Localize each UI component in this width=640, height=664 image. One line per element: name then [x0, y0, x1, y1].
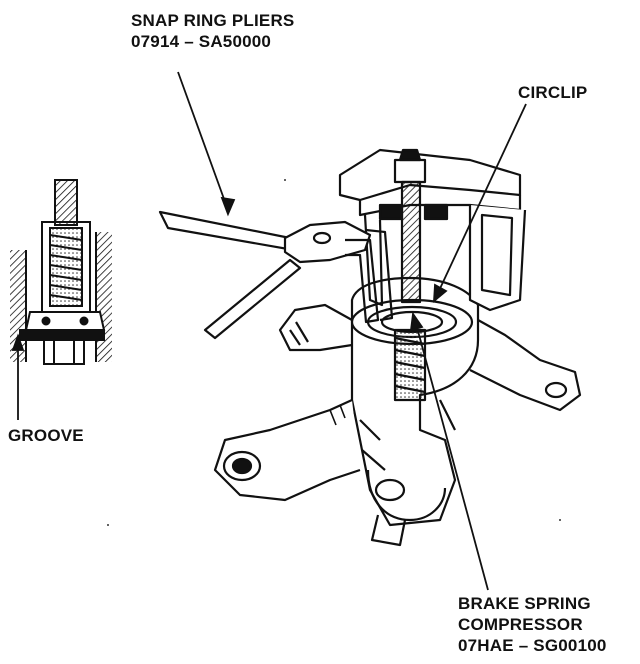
transmission-housing [213, 276, 582, 547]
brake-spring-compressor-line1: BRAKE SPRING [458, 594, 591, 613]
snap-ring-pliers-name: SNAP RING PLIERS [131, 11, 295, 30]
brake-spring-compressor-tool [338, 148, 527, 402]
groove-label: GROOVE [8, 426, 84, 445]
leader-lines [11, 71, 527, 591]
snap-ring-pliers-part-number: 07914 – SA50000 [131, 32, 272, 51]
snap-ring-pliers-label: SNAP RING PLIERS 07914 – SA50000 [131, 10, 294, 52]
groove-detail-inset [10, 179, 112, 365]
brake-spring-compressor-line2: COMPRESSOR [458, 615, 583, 634]
circlip-label: CIRCLIP [518, 83, 588, 102]
snap-ring-pliers-tool [158, 210, 394, 340]
scan-specks [107, 179, 561, 526]
brake-spring-compressor-part-number: 07HAE – SG00100 [458, 636, 607, 655]
brake-spring-compressor-label: BRAKE SPRING COMPRESSOR 07HAE – SG00100 [458, 593, 607, 656]
